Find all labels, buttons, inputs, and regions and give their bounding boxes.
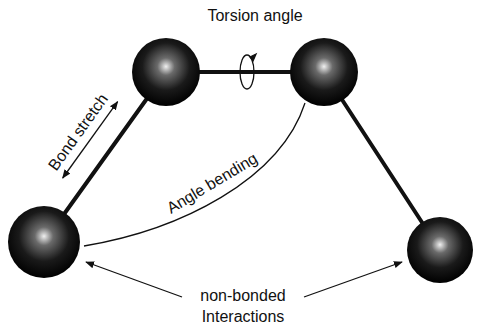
nonbonded-label: non-bonded Interactions [193,285,293,327]
atom-spheres [8,38,473,283]
bond-lines [44,72,440,250]
torsion-label: Torsion angle [207,5,302,26]
bending-label: Angle bending [163,148,262,219]
torsion-arrow [240,54,256,89]
bending-arc [84,103,305,246]
